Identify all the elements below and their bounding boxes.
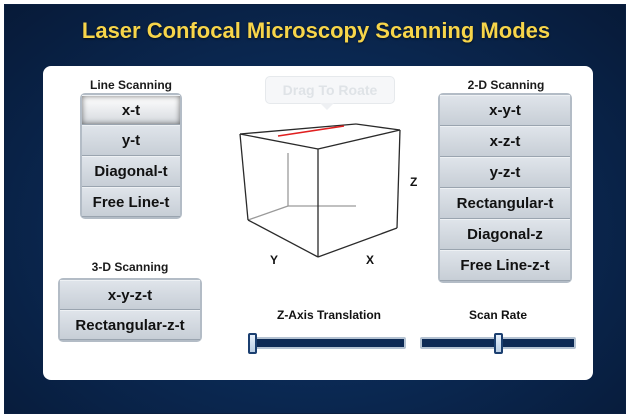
drag-tooltip: Drag To Roate: [265, 76, 395, 104]
axis-label-x: X: [366, 253, 375, 267]
2d-scanning-label: 2-D Scanning: [467, 78, 545, 92]
mode-button-y-t[interactable]: y-t: [82, 125, 180, 156]
tooltip-tail: [320, 103, 334, 110]
mode-button-x-y-z-t[interactable]: x-y-z-t: [60, 280, 200, 310]
mode-button-x-t[interactable]: x-t: [82, 95, 180, 125]
mode-button-x-z-t[interactable]: x-z-t: [440, 126, 570, 157]
z-axis-slider-track[interactable]: [250, 337, 406, 349]
z-axis-slider-label: Z-Axis Translation: [276, 308, 382, 322]
scan-rate-slider-thumb[interactable]: [493, 333, 503, 354]
cube-wireframe: [239, 123, 401, 258]
axis-label-y: Y: [270, 253, 279, 267]
scan-rate-slider-label: Scan Rate: [468, 308, 528, 322]
3d-scanning-label: 3-D Scanning: [91, 260, 169, 274]
cube-viewer[interactable]: [230, 110, 410, 260]
line-scanning-group: x-t y-t Diagonal-t Free Line-t: [80, 93, 182, 219]
mode-button-y-z-t[interactable]: y-z-t: [440, 157, 570, 188]
z-axis-slider-thumb[interactable]: [248, 333, 257, 354]
scan-line: [277, 125, 345, 137]
3d-scanning-group: x-y-z-t Rectangular-z-t: [58, 278, 202, 342]
mode-button-diagonal-z[interactable]: Diagonal-z: [440, 219, 570, 250]
line-scanning-label: Line Scanning: [89, 78, 172, 92]
mode-button-diagonal-t[interactable]: Diagonal-t: [82, 156, 180, 187]
2d-scanning-group: x-y-t x-z-t y-z-t Rectangular-t Diagonal…: [438, 93, 572, 283]
mode-button-rectangular-z-t[interactable]: Rectangular-z-t: [60, 310, 200, 340]
axis-label-z: Z: [410, 175, 418, 189]
page-title: Laser Confocal Microscopy Scanning Modes: [81, 18, 551, 43]
mode-button-rectangular-t[interactable]: Rectangular-t: [440, 188, 570, 219]
mode-button-free-line-z-t[interactable]: Free Line-z-t: [440, 250, 570, 281]
mode-button-free-line-t[interactable]: Free Line-t: [82, 187, 180, 217]
mode-button-x-y-t[interactable]: x-y-t: [440, 95, 570, 126]
